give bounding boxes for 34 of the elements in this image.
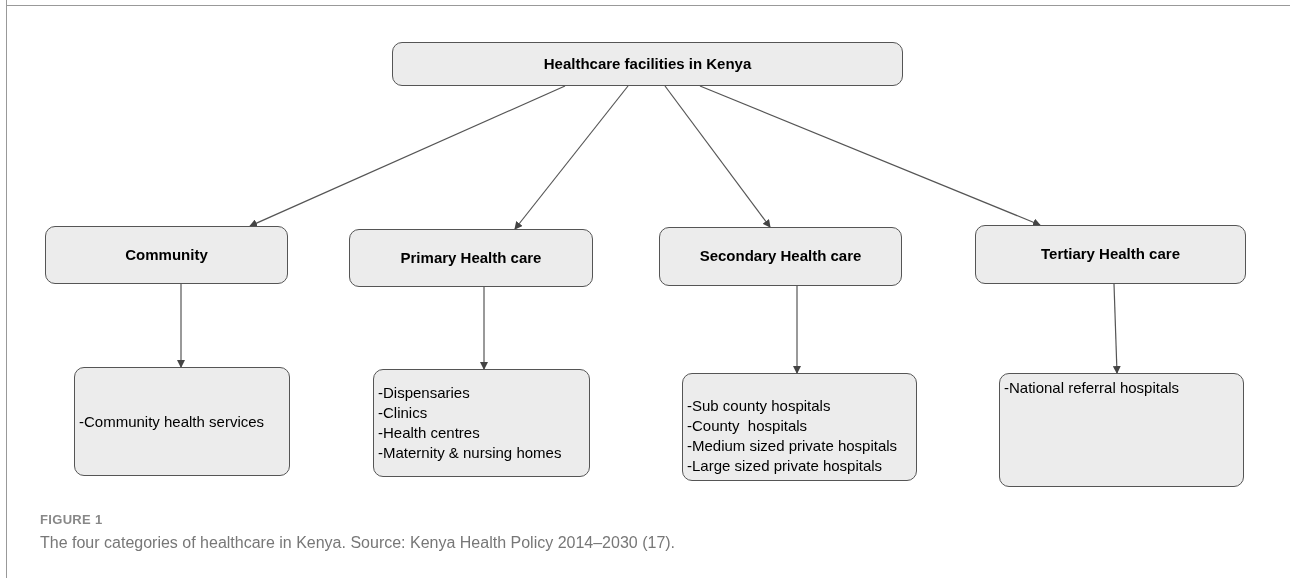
category-title: Healthcare facilities in Kenya <box>543 53 752 74</box>
facility-item: -Community health services <box>79 411 265 432</box>
facility-list-box <box>682 373 917 481</box>
category-box <box>659 227 902 286</box>
facility-item: -Clinics <box>378 403 428 423</box>
category-box <box>975 225 1246 284</box>
arrow <box>480 286 488 370</box>
category-title: Secondary Health care <box>699 246 862 267</box>
arrow <box>514 85 629 230</box>
arrow <box>664 85 771 228</box>
facility-item: -County hospitals <box>687 416 808 436</box>
category-box <box>392 42 903 86</box>
category-title: Tertiary Health care <box>1041 244 1180 265</box>
arrow <box>249 85 566 227</box>
facility-item: -Health centres <box>378 423 480 443</box>
arrow <box>793 285 801 374</box>
facility-list-box <box>999 373 1244 487</box>
caption: The four categories of healthcare in Kenya. Source: Kenya Health Policy 2014–2030 (17). <box>40 533 676 553</box>
facility-item: -Large sized private hospitals <box>687 456 883 476</box>
facility-list-box <box>74 367 290 476</box>
category-title: Community <box>125 244 208 265</box>
facility-list-box <box>373 369 590 477</box>
arrow <box>1112 283 1121 374</box>
facility-item: -Medium sized private hospitals <box>687 436 898 456</box>
category-box <box>45 226 288 284</box>
facility-item: -Dispensaries <box>378 383 470 403</box>
arrow <box>177 283 185 368</box>
facility-item: -Sub county hospitals <box>687 396 831 416</box>
arrow <box>699 85 1041 227</box>
facility-item: -Maternity & nursing homes <box>378 443 562 463</box>
category-title: Primary Health care <box>400 247 542 268</box>
facility-item: -National referral hospitals <box>1004 378 1180 398</box>
category-box <box>349 229 593 287</box>
figure-label: FIGURE 1 <box>40 511 103 529</box>
